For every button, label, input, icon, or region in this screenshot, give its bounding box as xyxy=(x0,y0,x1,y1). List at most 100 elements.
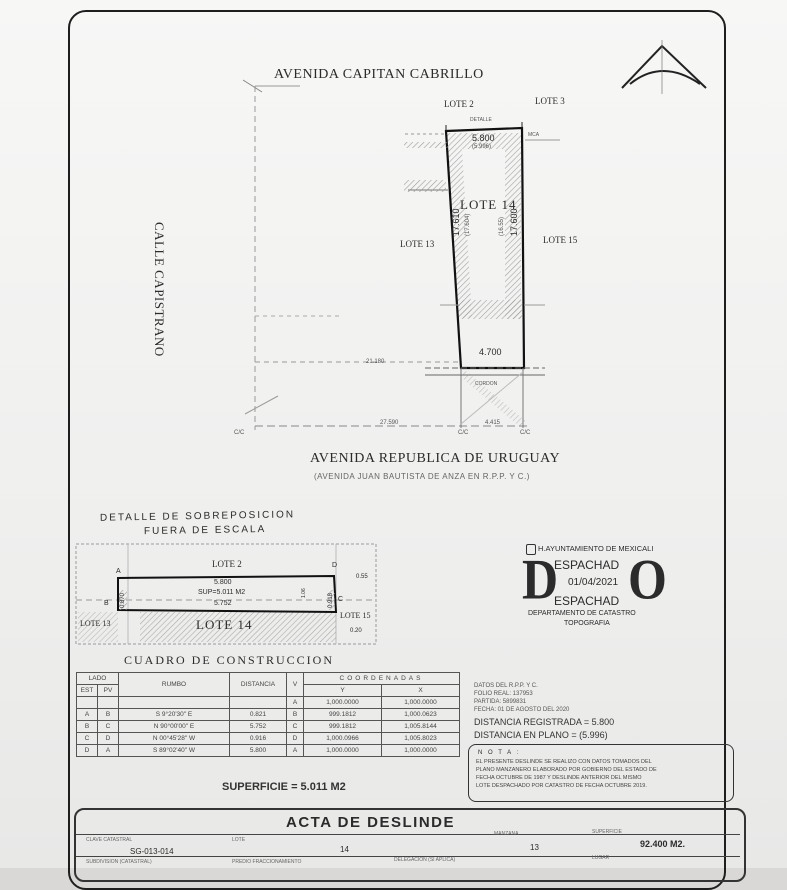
cell-x: 1,000.0000 xyxy=(381,744,460,757)
th-x: X xyxy=(381,684,460,697)
nota-line: EL PRESENTE DESLINDE SE REALIZO CON DATO… xyxy=(476,759,652,765)
stamp-sub: TOPOGRAFIA xyxy=(564,620,610,627)
street-left: CALLE CAPISTRANO xyxy=(152,222,167,357)
cell-est: C xyxy=(76,732,98,745)
acta-delegacion-label: DELEGACION (SI APLICA) xyxy=(394,857,456,863)
detail-side-a: 1.06 xyxy=(301,588,307,598)
cell-y: 999.1812 xyxy=(303,708,382,721)
rpp-line4: FECHA: 01 DE AGOSTO DEL 2020 xyxy=(474,707,570,713)
dim-street-left: 21.180 xyxy=(366,359,385,365)
th-y: Y xyxy=(303,684,382,697)
table-row: A 1,000.0000 1,000.0000 xyxy=(76,696,460,709)
th-distancia: DISTANCIA xyxy=(229,672,287,697)
cell-x: 1,000.0000 xyxy=(381,696,460,709)
mark-mca: MCA xyxy=(528,132,540,138)
mark-cc-left: C/C xyxy=(234,430,245,436)
acta-lote-label: LOTE xyxy=(232,837,246,843)
lot-top-right-label: LOTE 3 xyxy=(535,96,565,106)
mark-cc-right: C/C xyxy=(520,430,531,436)
detail-point-b: B xyxy=(104,600,109,607)
detail-side-c: 0.20 xyxy=(350,628,362,634)
cell-dist: 0.821 xyxy=(229,708,287,721)
cell-x: 1,005.8023 xyxy=(381,732,460,745)
street-top: AVENIDA CAPITAN CABRILLO xyxy=(274,67,484,82)
dim-right-paren: (16.55) xyxy=(499,216,505,236)
cell-pv: C xyxy=(97,720,119,733)
nota-line: LOTE DESPACHADO POR CATASTRO DE FECHA OC… xyxy=(476,783,647,789)
detail-point-c: C xyxy=(338,596,344,603)
acta-subdivision-label: SUBDIVISION (CATASTRAL) xyxy=(86,859,152,865)
acta-superficie-label: SUPERFICIE xyxy=(592,829,623,835)
detail-dim-top: 5.800 xyxy=(214,579,232,586)
lot-left-label: LOTE 13 xyxy=(400,239,435,249)
cell-rumbo: S 89°02'40" W xyxy=(118,744,230,757)
rpp-line1: DATOS DEL R.P.P. Y C. xyxy=(474,683,538,689)
dim-bottom: 4.700 xyxy=(479,347,502,357)
nota-box xyxy=(468,744,734,802)
detail-point-d: D xyxy=(332,562,338,569)
th-coordenadas: COORDENADAS xyxy=(303,672,460,685)
mark-cordon: CORDON xyxy=(475,381,498,387)
acta-divider-2 xyxy=(76,856,740,857)
cell-pv: A xyxy=(97,744,119,757)
rpp-plano: DISTANCIA EN PLANO = (5.996) xyxy=(474,730,608,740)
cell-est: A xyxy=(76,708,98,721)
acta-superficie: 92.400 M2. xyxy=(640,839,686,849)
table-row: D A S 89°02'40" W 5.800 A 1,000.0000 1,0… xyxy=(76,744,460,757)
stamp-date: 01/04/2021 xyxy=(568,577,619,588)
th-est: EST xyxy=(76,684,98,697)
nota-line: PLANO MANZANERO ELABORADO POR GOBIERNO D… xyxy=(476,767,657,773)
detail-left-dim: 0.870 xyxy=(120,592,126,608)
detail-lote-main: LOTE 14 xyxy=(196,617,253,632)
cell-y: 1,000.0966 xyxy=(303,732,382,745)
stamp-dept: DEPARTAMENTO DE CATASTRO xyxy=(528,610,636,617)
cell-x: 1,005.8144 xyxy=(381,720,460,733)
table-row: B C N 90°00'00" E 5.752 C 999.1812 1,005… xyxy=(76,720,460,733)
cell-dist: 5.800 xyxy=(229,744,287,757)
acta-lote: 14 xyxy=(340,845,349,854)
cell-pv: B xyxy=(97,708,119,721)
lot-top-left-label: LOTE 2 xyxy=(444,99,474,109)
cell-x: 1,000.0623 xyxy=(381,708,460,721)
cell-dist: 5.752 xyxy=(229,720,287,733)
stamp-big-o-right: O xyxy=(628,546,667,612)
detail-lote-top: LOTE 2 xyxy=(212,559,242,569)
rpp-registrada: DISTANCIA REGISTRADA = 5.800 xyxy=(474,717,615,727)
acta-clave: SG-013-014 xyxy=(130,847,174,856)
detail-lote-right: LOTE 15 xyxy=(340,611,371,620)
cell-est: D xyxy=(76,744,98,757)
detail-subtitle: FUERA DE ESCALA xyxy=(143,523,267,538)
acta-manzana-label: MANZANA xyxy=(494,831,519,837)
cuadro-superficie: SUPERFICIE = 5.011 M2 xyxy=(222,781,346,793)
dim-small-bottom: 4.415 xyxy=(485,420,501,426)
detail-point-a: A xyxy=(116,568,121,575)
cell-y: 1,000.0000 xyxy=(303,696,382,709)
cell-v: A xyxy=(286,696,304,709)
cell-v: A xyxy=(286,744,304,757)
table-header-row: LADO RUMBO DISTANCIA V COORDENADAS xyxy=(76,672,460,697)
cuadro-title: CUADRO DE CONSTRUCCION xyxy=(124,653,335,667)
lot-right-label: LOTE 15 xyxy=(543,235,578,245)
dim-left: 17.610 xyxy=(451,208,461,236)
stamp-org: H.AYUNTAMIENTO DE MEXICALI xyxy=(538,544,654,553)
dim-street-bottom: 27.590 xyxy=(380,420,399,426)
dim-top: 5.800 xyxy=(472,133,495,143)
cell-rumbo: N 90°00'00" E xyxy=(118,720,230,733)
construction-table: LADO RUMBO DISTANCIA V COORDENADAS EST P… xyxy=(76,672,460,757)
cell-est: B xyxy=(76,720,98,733)
detail-side-b: 0.55 xyxy=(356,574,368,580)
acta-manzana: 13 xyxy=(530,843,539,852)
th-pv: PV xyxy=(97,684,119,697)
cell-v: D xyxy=(286,732,304,745)
street-bottom: AVENIDA REPUBLICA DE URUGUAY xyxy=(310,451,561,466)
mark-cc-mid: C/C xyxy=(458,430,469,436)
north-arrow-icon xyxy=(621,40,707,94)
th-rumbo: RUMBO xyxy=(118,672,230,697)
cell-y: 999.1812 xyxy=(303,720,382,733)
lot-main-label: LOTE 14 xyxy=(460,197,517,212)
cell-v: C xyxy=(286,720,304,733)
stamp-word-bottom: ESPACHAD xyxy=(554,594,620,608)
nota-line: FECHA OCTUBRE DE 1987 Y DESLINDE ANTERIO… xyxy=(476,775,642,781)
detail-lote-left: LOTE 13 xyxy=(80,619,111,628)
table-row: C D N 00°45'28" W 0.916 D 1,000.0966 1,0… xyxy=(76,732,460,745)
